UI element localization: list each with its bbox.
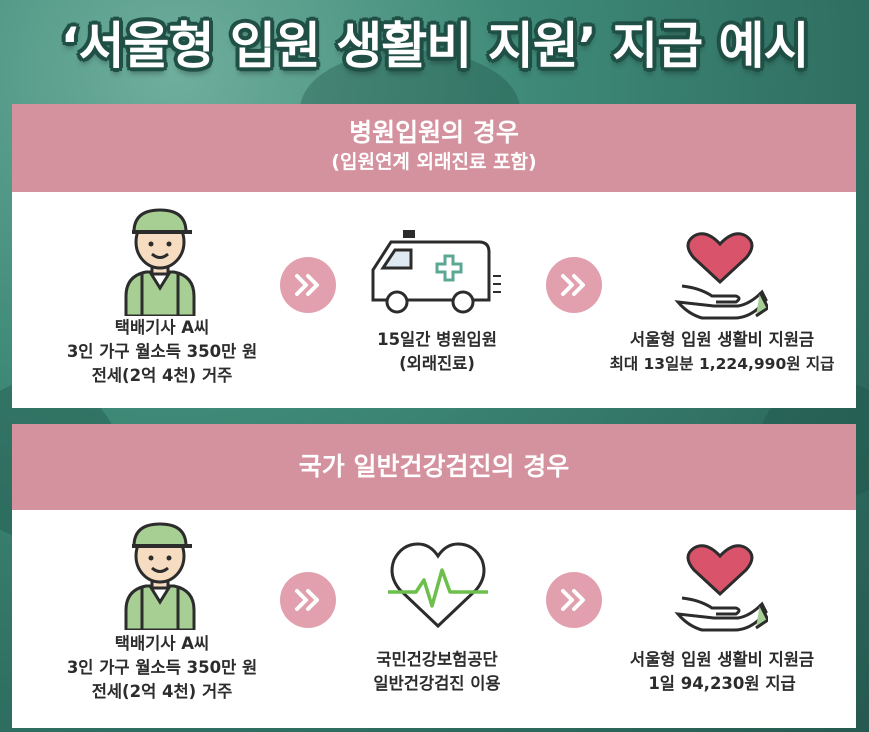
- section-header-hospital: 병원입원의 경우 (입원연계 외래진료 포함): [12, 104, 856, 192]
- section-title: 국가 일반건강검진의 경우: [298, 452, 570, 481]
- person-income: 3인 가구 월소득 350만 원: [66, 658, 258, 677]
- step2-line2: 일반건강검진 이용: [373, 674, 501, 693]
- example-panel-checkup: 택배기사 A씨 3인 가구 월소득 350만 원 전세(2억 4천) 거주 국민…: [12, 510, 856, 728]
- step3-line1: 서울형 입원 생활비 지원금: [629, 650, 815, 669]
- ambulance-icon: [367, 226, 503, 318]
- step3-line2: 1일 94,230원 지급: [648, 674, 796, 693]
- example-panel-hospital: 택배기사 A씨 3인 가구 월소득 350만 원 전세(2억 4천) 거주 15…: [12, 192, 856, 408]
- delivery-worker-icon: [112, 204, 208, 318]
- person-residence: 전세(2억 4천) 거주: [91, 682, 233, 701]
- double-chevron-right-icon: [546, 572, 602, 628]
- heart-hand-icon: [672, 542, 770, 632]
- step2-line2: (외래진료): [399, 354, 475, 373]
- heart-hand-icon: [672, 230, 770, 320]
- step2-line1: 국민건강보험공단: [376, 650, 498, 669]
- step3-line2: 최대 13일분 1,224,990원 지급: [609, 355, 835, 373]
- double-chevron-right-icon: [280, 572, 336, 628]
- step2-caption: 15일간 병원입원 (외래진료): [337, 328, 537, 376]
- step3-caption: 서울형 입원 생활비 지원금 최대 13일분 1,224,990원 지급: [592, 328, 852, 376]
- double-chevron-right-icon: [280, 257, 336, 313]
- person-residence: 전세(2억 4천) 거주: [91, 366, 233, 385]
- step2-line1: 15일간 병원입원: [377, 330, 497, 349]
- page-title: ‘서울형 입원 생활비 지원’ 지급 예시: [60, 17, 809, 75]
- heartbeat-icon: [386, 540, 490, 632]
- section-header-checkup: 국가 일반건강검진의 경우: [12, 424, 856, 510]
- double-chevron-right-icon: [546, 257, 602, 313]
- person-income: 3인 가구 월소득 350만 원: [66, 342, 258, 361]
- section-title: 병원입원의 경우: [349, 118, 519, 147]
- person-caption: 택배기사 A씨 3인 가구 월소득 350만 원 전세(2억 4천) 거주: [47, 316, 277, 388]
- delivery-worker-icon: [112, 518, 208, 632]
- person-name: 택배기사 A씨: [114, 634, 210, 653]
- step3-caption: 서울형 입원 생활비 지원금 1일 94,230원 지급: [592, 648, 852, 696]
- section-subtitle: (입원연계 외래진료 포함): [331, 151, 537, 173]
- step3-line1: 서울형 입원 생활비 지원금: [629, 330, 815, 349]
- person-caption: 택배기사 A씨 3인 가구 월소득 350만 원 전세(2억 4천) 거주: [47, 632, 277, 704]
- step2-caption: 국민건강보험공단 일반건강검진 이용: [337, 648, 537, 696]
- person-name: 택배기사 A씨: [114, 318, 210, 337]
